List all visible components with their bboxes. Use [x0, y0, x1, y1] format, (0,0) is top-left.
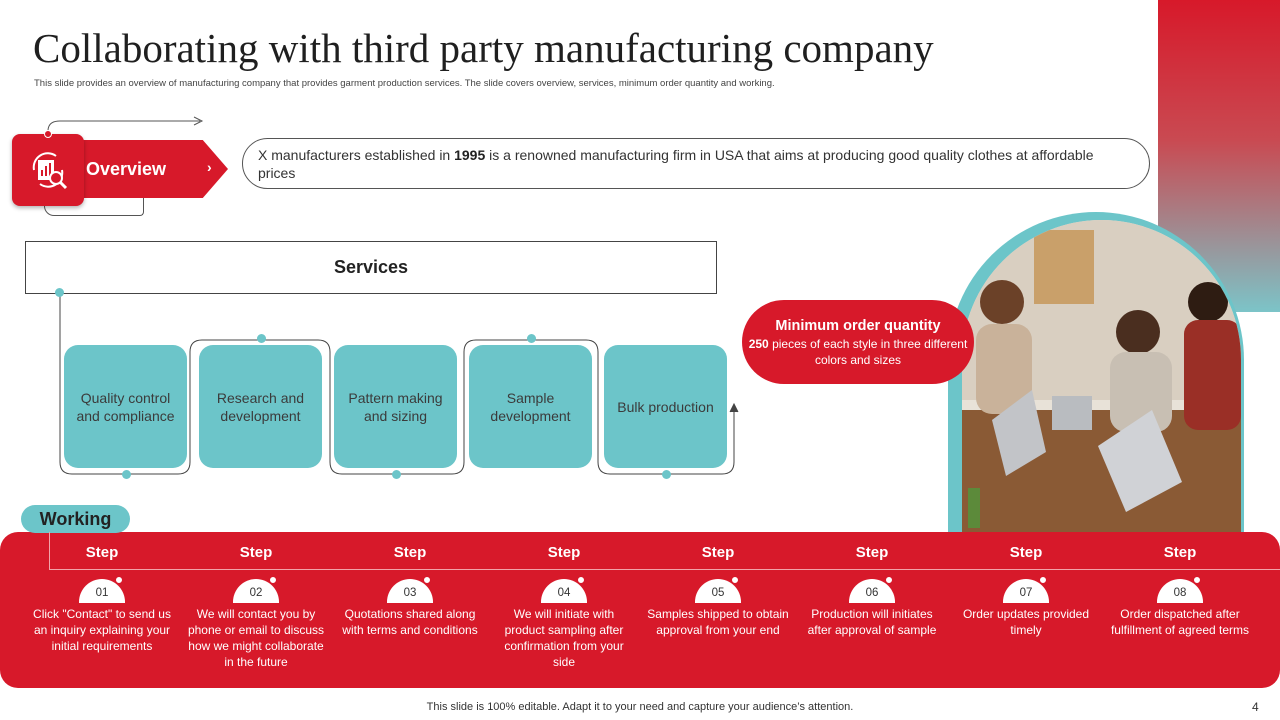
services-header: Services	[25, 241, 717, 294]
step-number-badge: 05	[695, 576, 741, 603]
service-card-quality: Quality control and compliance	[64, 345, 187, 468]
step-number-badge: 08	[1157, 576, 1203, 603]
footer-note: This slide is 100% editable. Adapt it to…	[426, 701, 854, 713]
page-title: Collaborating with third party manufactu…	[33, 25, 934, 71]
working-band	[0, 532, 1280, 688]
service-card-research: Research and development	[199, 345, 322, 468]
step-03: Step 03 Quotations shared along with ter…	[342, 544, 478, 637]
step-07: Step 07 Order updates provided timely	[962, 544, 1090, 637]
service-dot	[122, 470, 131, 479]
team-photo	[962, 220, 1241, 532]
report-magnifier-icon	[32, 152, 68, 190]
service-card-pattern: Pattern making and sizing	[334, 345, 457, 468]
team-photo-illustration	[962, 220, 1241, 532]
step-number-badge: 06	[849, 576, 895, 603]
working-title: Working	[21, 505, 130, 533]
service-card-bulk: Bulk production	[604, 345, 727, 468]
overview-description: X manufacturers established in 1995 is a…	[242, 138, 1150, 189]
services-connector-dot	[55, 288, 64, 297]
service-dot	[662, 470, 671, 479]
overview-label: Overview	[86, 159, 167, 179]
moq-title: Minimum order quantity	[775, 318, 941, 334]
min-order-quantity-callout: Minimum order quantity 250 pieces of eac…	[742, 300, 974, 384]
service-dot	[392, 470, 401, 479]
working-timeline-stem	[49, 532, 50, 570]
step-04: Step 04 We will initiate with product sa…	[504, 544, 624, 669]
overview-chevron: ›	[207, 159, 212, 175]
overview-dot	[44, 130, 52, 138]
page-number: 4	[1252, 700, 1259, 714]
step-number-badge: 07	[1003, 576, 1049, 603]
step-08: Step 08 Order dispatched after fulfillme…	[1110, 544, 1250, 637]
service-dot	[527, 334, 536, 343]
step-number-badge: 03	[387, 576, 433, 603]
step-05: Step 05 Samples shipped to obtain approv…	[647, 544, 789, 637]
moq-description: 250 pieces of each style in three differ…	[748, 337, 968, 367]
working-timeline	[49, 569, 1280, 570]
step-06: Step 06 Production will initiates after …	[807, 544, 937, 637]
service-dot	[257, 334, 266, 343]
overview-icon-box	[12, 134, 84, 206]
step-number-badge: 01	[79, 576, 125, 603]
service-card-sample: Sample development	[469, 345, 592, 468]
step-number-badge: 02	[233, 576, 279, 603]
page-subtitle: This slide provides an overview of manuf…	[34, 78, 775, 89]
step-02: Step 02 We will contact you by phone or …	[187, 544, 325, 669]
step-01: Step 01 Click "Contact" to send us an in…	[33, 544, 171, 653]
step-number-badge: 04	[541, 576, 587, 603]
overview-arrow	[47, 116, 204, 131]
overview-band	[60, 140, 228, 198]
